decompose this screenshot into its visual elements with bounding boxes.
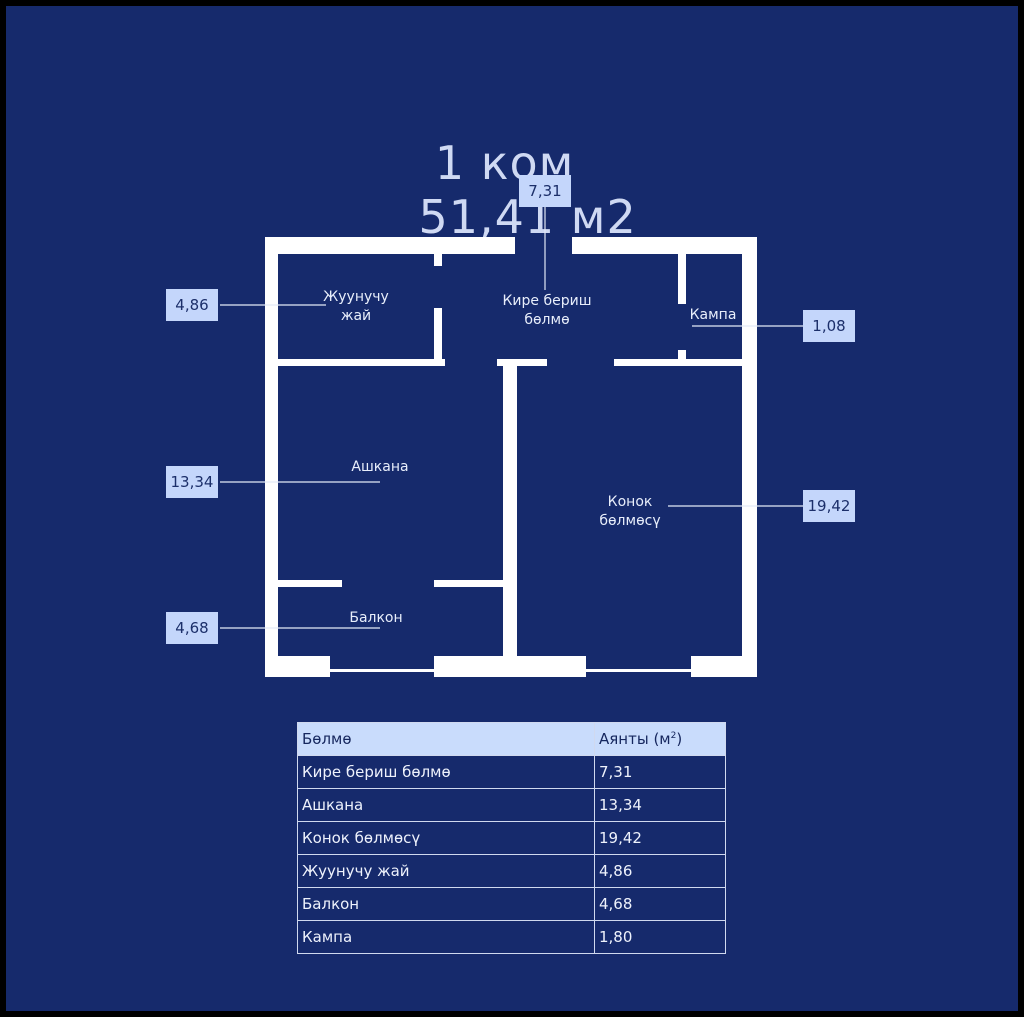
wall — [434, 580, 503, 587]
table-cell-room: Ашкана — [297, 788, 595, 822]
room-label-closet: Кампа — [690, 307, 737, 323]
room-label-living: Конок — [608, 494, 653, 510]
wall — [742, 237, 757, 677]
wall — [572, 237, 757, 254]
area-badge-kitchen: 13,34 — [166, 466, 218, 498]
table-header-row: Бөлмө Аянты (м2) — [297, 722, 726, 756]
column-header-area: Аянты (м2) — [594, 722, 726, 756]
area-badge-bathroom: 4,86 — [166, 289, 218, 321]
table-cell-area: 4,86 — [594, 854, 726, 888]
wall — [678, 350, 686, 364]
wall — [278, 359, 445, 366]
room-label-entry-line2: бөлмө — [524, 312, 569, 328]
room-label-balcony: Балкон — [349, 610, 402, 626]
room-label-bathroom: Жуунучу — [323, 289, 389, 305]
window-line — [330, 669, 434, 672]
wall — [278, 580, 342, 587]
window-line — [586, 669, 691, 672]
wall — [497, 359, 547, 366]
wall — [434, 254, 442, 266]
wall — [434, 308, 442, 366]
table-cell-room: Кире бериш бөлмө — [297, 755, 595, 789]
area-badge-balcony: 4,68 — [166, 612, 218, 644]
table-cell-area: 19,42 — [594, 821, 726, 855]
room-label-living-line2: бөлмөсү — [599, 513, 660, 529]
wall — [503, 359, 517, 669]
wall — [265, 237, 278, 677]
wall — [678, 254, 686, 304]
wall — [691, 656, 757, 677]
table-cell-room: Кампа — [297, 920, 595, 954]
wall — [265, 656, 330, 677]
room-label-kitchen: Ашкана — [351, 459, 408, 475]
area-badge-closet: 1,08 — [803, 310, 855, 342]
table-cell-room: Балкон — [297, 887, 595, 921]
room-label-bathroom-line2: жай — [341, 308, 371, 324]
table-cell-area: 7,31 — [594, 755, 726, 789]
wall — [265, 237, 515, 254]
column-header-area-sup: 2 — [670, 731, 677, 741]
column-header-area-text: Аянты (м — [599, 730, 671, 748]
area-badge-entry: 7,31 — [519, 175, 571, 207]
table-cell-area: 4,68 — [594, 887, 726, 921]
table-cell-area: 13,34 — [594, 788, 726, 822]
table-cell-room: Конок бөлмөсү — [297, 821, 595, 855]
room-label-entry: Кире бериш — [502, 293, 591, 309]
area-badge-living: 19,42 — [803, 490, 855, 522]
floor-plan-walls — [265, 237, 757, 677]
column-header-room: Бөлмө — [297, 722, 595, 756]
column-header-area-close: ) — [676, 730, 683, 748]
table-cell-area: 1,80 — [594, 920, 726, 954]
table-cell-room: Жуунучу жай — [297, 854, 595, 888]
